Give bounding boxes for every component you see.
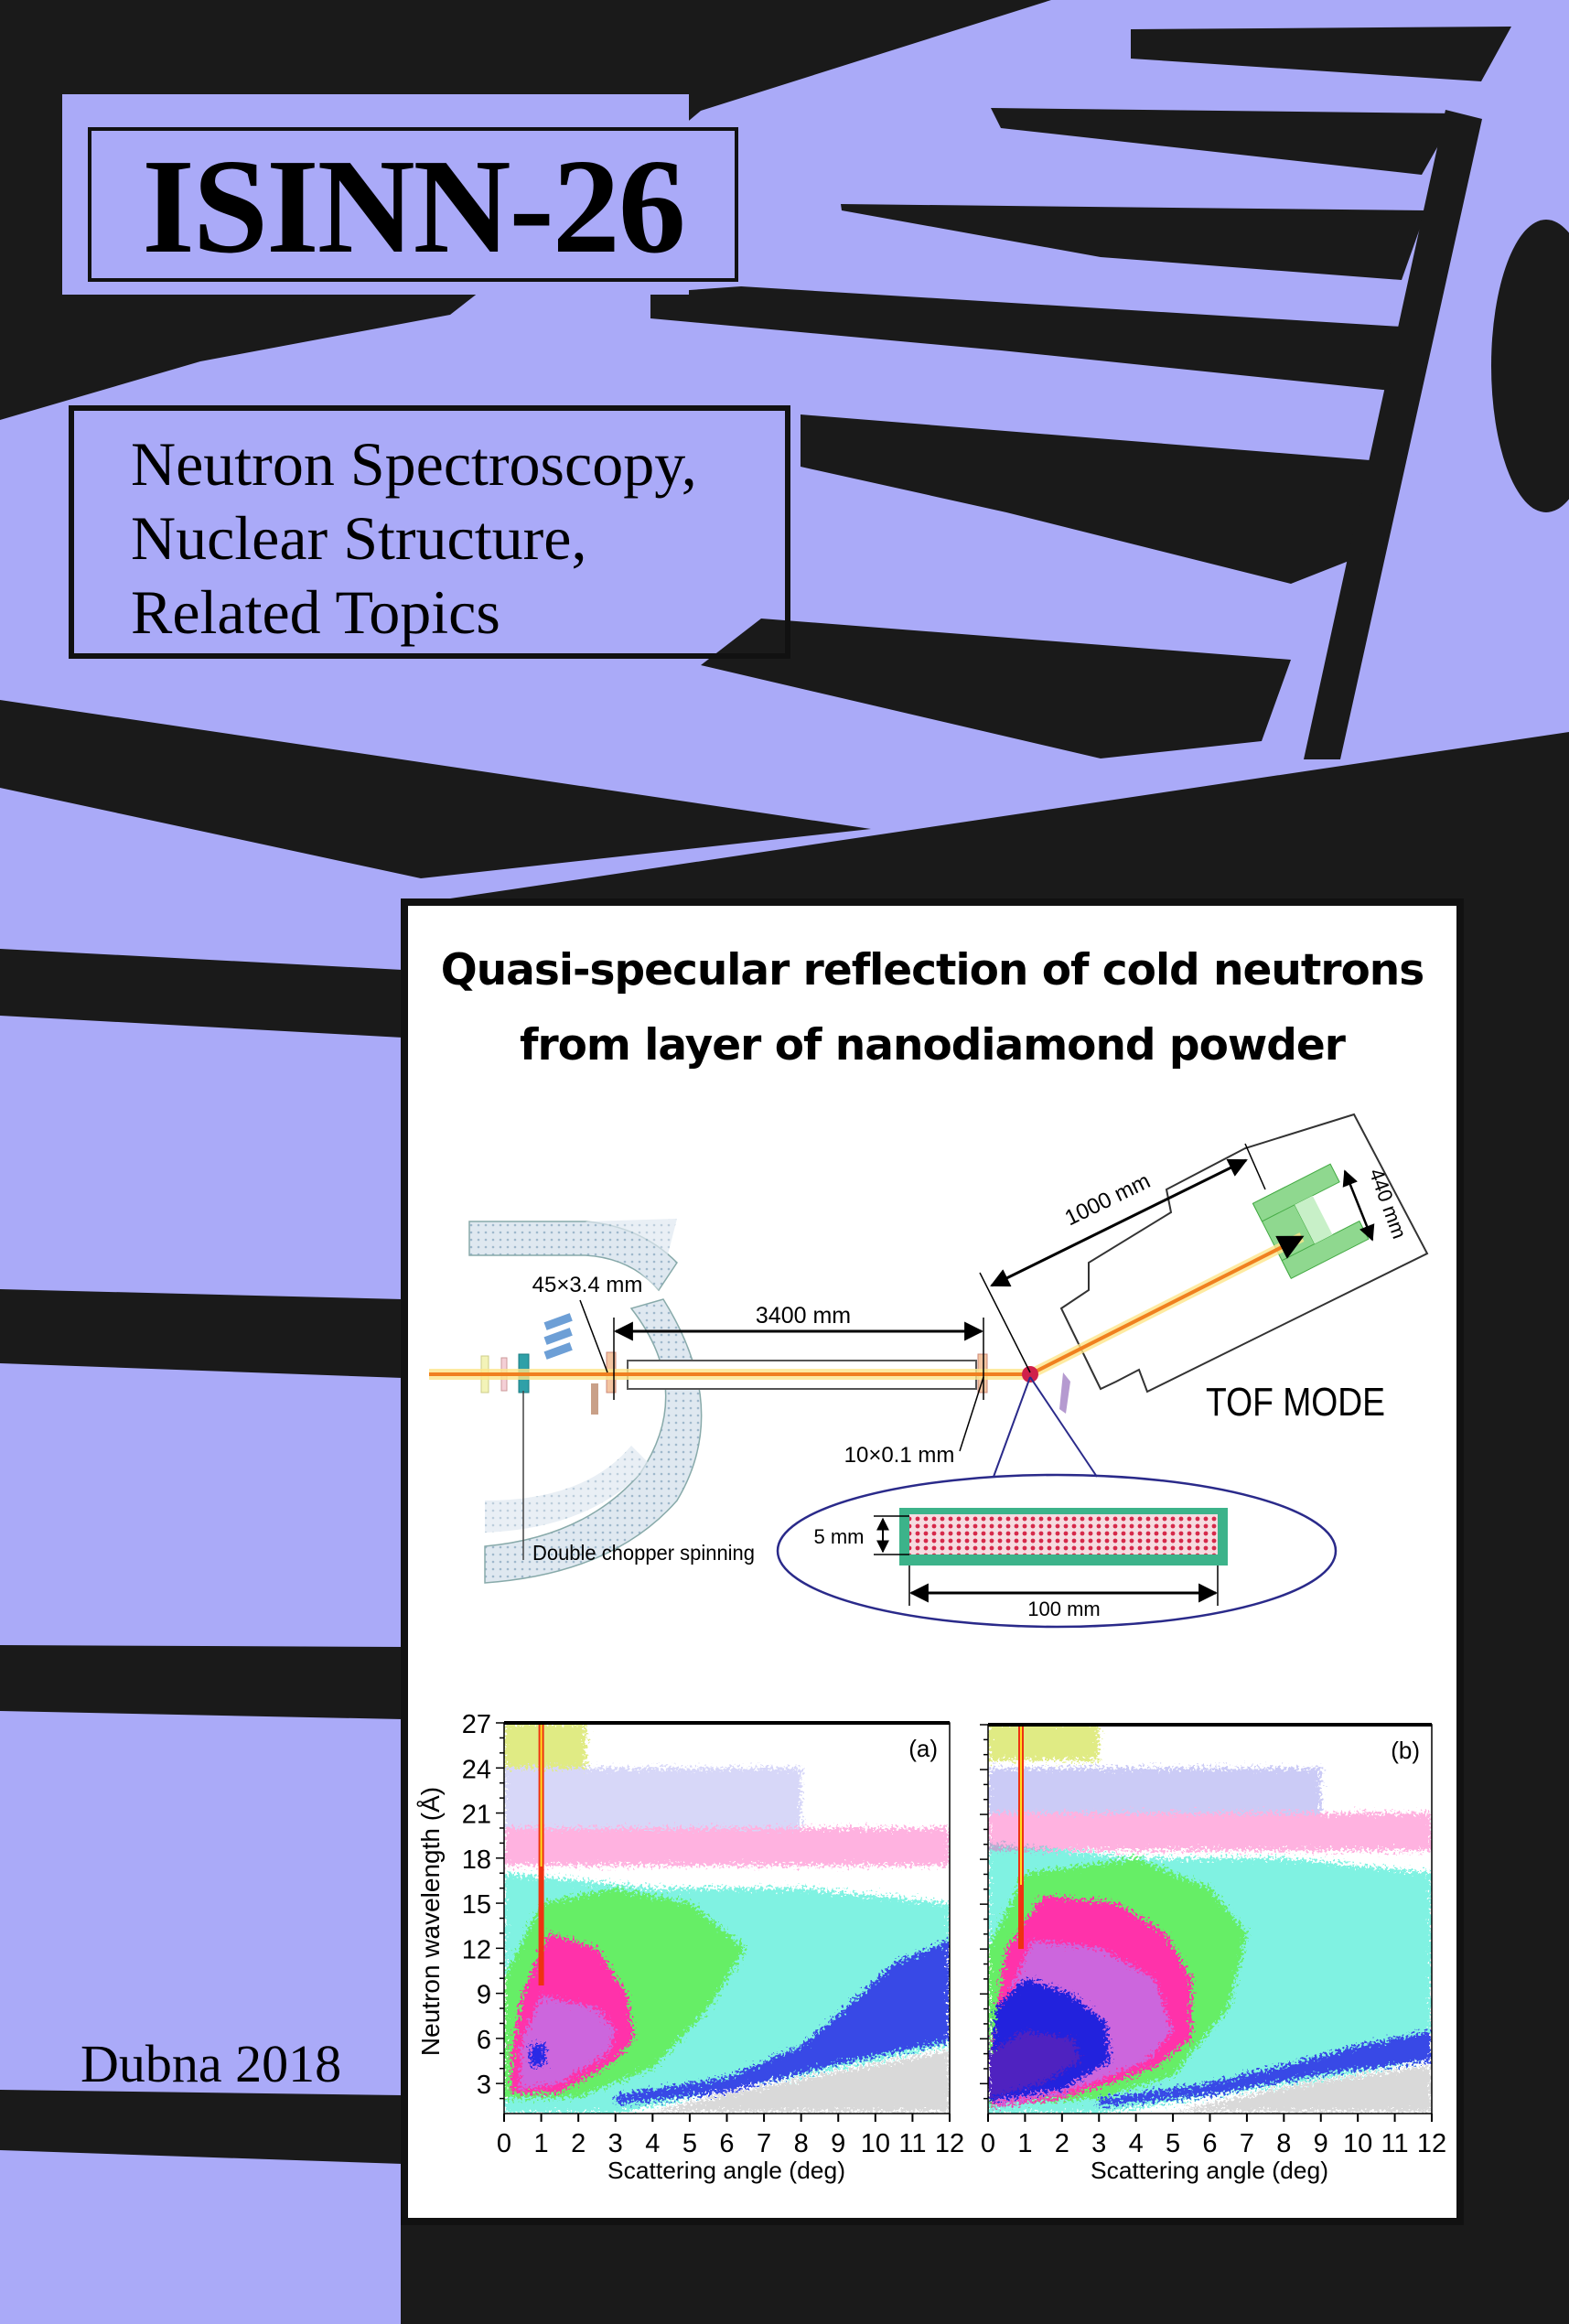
x-tick-label: 4 xyxy=(1129,2129,1144,2158)
sample-marker xyxy=(1022,1366,1038,1383)
slit-2-label: 10×0.1 mm xyxy=(844,1443,955,1468)
nanodiamond-powder-layer xyxy=(909,1514,1218,1555)
brush-stroke xyxy=(841,204,1426,280)
x-tick-label: 6 xyxy=(1202,2129,1217,2158)
x-tick-label: 8 xyxy=(794,2129,809,2158)
y-tick-label: 9 xyxy=(477,1981,491,2010)
y-tick-label: 15 xyxy=(462,1890,491,1920)
x-tick-label: 11 xyxy=(898,2129,926,2158)
panel-label: (b) xyxy=(1391,1737,1420,1764)
x-tick-label: 0 xyxy=(497,2129,511,2158)
experiment-diagram: 3400 mm 45×3.4 mm 10×0.1 mm 1000 mm 440 … xyxy=(429,1113,1429,1629)
x-tick-label: 9 xyxy=(831,2129,845,2158)
panel-label: (a) xyxy=(908,1735,938,1762)
x-tick-label: 7 xyxy=(757,2129,771,2158)
x-tick-label: 8 xyxy=(1276,2129,1291,2158)
x-tick-label: 12 xyxy=(1417,2129,1446,2158)
x-tick-label: 5 xyxy=(1166,2129,1180,2158)
x-tick-label: 4 xyxy=(645,2129,660,2158)
y-tick-label: 27 xyxy=(462,1710,491,1739)
heat-band-magenta xyxy=(988,1813,1432,1851)
subtitle-line: Nuclear Structure, xyxy=(131,503,587,573)
beam-stop xyxy=(1059,1372,1070,1414)
x-tick-label: 3 xyxy=(1091,2129,1106,2158)
x-tick-label: 0 xyxy=(981,2129,995,2158)
place-year: Dubna 2018 xyxy=(81,2034,342,2093)
x-tick-label: 2 xyxy=(1055,2129,1069,2158)
brush-stroke xyxy=(0,1645,403,1719)
heat-band-blue xyxy=(504,1768,801,1828)
brush-stroke xyxy=(0,2090,403,2164)
brush-stroke xyxy=(0,1289,403,1378)
figure-title-line: from layer of nanodiamond powder xyxy=(520,1020,1346,1071)
magnified-sample-inset xyxy=(776,1473,1338,1629)
x-tick-label: 3 xyxy=(608,2129,623,2158)
brush-stroke xyxy=(0,949,403,1038)
y-tick-label: 21 xyxy=(462,1801,491,1830)
brush-stroke xyxy=(1304,110,1482,759)
y-tick-label: 6 xyxy=(477,2026,491,2055)
heat-region-blue xyxy=(1099,2030,1432,2106)
heat-region-gray xyxy=(1173,2065,1432,2113)
subtitle-line: Neutron Spectroscopy, xyxy=(131,429,697,499)
brush-stroke xyxy=(701,619,1291,759)
x-tick-label: 7 xyxy=(1240,2129,1254,2158)
x-tick-label: 6 xyxy=(719,2129,734,2158)
x-axis-label: Scattering angle (deg) xyxy=(1091,2157,1328,2184)
brush-stroke xyxy=(1131,27,1511,81)
beam-component xyxy=(591,1383,598,1415)
x-tick-label: 2 xyxy=(571,2129,586,2158)
scattered-beam xyxy=(1029,1235,1305,1376)
flight-path-label: 3400 mm xyxy=(756,1303,851,1329)
x-tick-label: 5 xyxy=(682,2129,697,2158)
x-tick-label: 1 xyxy=(534,2129,549,2158)
x-axis-label: Scattering angle (deg) xyxy=(607,2157,845,2184)
brush-stroke xyxy=(650,286,1402,391)
figure-title-line: Quasi-specular reflection of cold neutro… xyxy=(440,945,1424,995)
detector-housing xyxy=(1059,1113,1429,1393)
x-tick-label: 9 xyxy=(1314,2129,1328,2158)
y-tick-label: 24 xyxy=(462,1755,491,1784)
heat-region-violet xyxy=(519,1996,616,2090)
x-tick-label: 10 xyxy=(861,2129,890,2158)
heat-region-blue xyxy=(615,1941,950,2105)
slit-1-label: 45×3.4 mm xyxy=(532,1273,643,1297)
y-tick-label: 18 xyxy=(462,1845,491,1875)
heat-band-blue xyxy=(988,1768,1321,1813)
series-title-box: ISINN-26 xyxy=(88,127,738,282)
heat-band-magenta xyxy=(504,1827,950,1866)
detector-distance-dimension xyxy=(990,1158,1248,1287)
x-tick-label: 11 xyxy=(1381,2129,1409,2158)
brush-stroke xyxy=(801,414,1381,584)
brush-stroke xyxy=(1491,220,1569,512)
sample-thickness-label: 5 mm xyxy=(814,1525,865,1548)
chopper-label: Double chopper spinning xyxy=(532,1541,755,1565)
x-tick-label: 12 xyxy=(935,2129,964,2158)
heat-region-yellow xyxy=(988,1725,1100,1761)
sample-length-label: 100 mm xyxy=(1027,1598,1100,1620)
heat-region-gray xyxy=(652,2050,950,2113)
detector-distance-label: 1000 mm xyxy=(1061,1168,1155,1231)
heat-region-yellow xyxy=(504,1723,586,1769)
x-tick-label: 10 xyxy=(1343,2129,1372,2158)
series-title: ISINN-26 xyxy=(142,131,686,282)
figure-title: Quasi-specular reflection of cold neutro… xyxy=(401,933,1464,1083)
tof-mode-label: TOF MODE xyxy=(1206,1380,1385,1425)
chopper-blades-icon xyxy=(543,1313,573,1360)
neutron-guide xyxy=(468,1219,703,1584)
y-tick-label: 12 xyxy=(462,1935,491,1964)
brush-stroke xyxy=(991,108,1456,175)
y-axis-label: Neutron wavelength (Å) xyxy=(416,1787,445,2056)
subtitle-line: Related Topics xyxy=(131,577,500,647)
x-tick-label: 1 xyxy=(1017,2129,1032,2158)
brush-stroke xyxy=(0,700,871,878)
y-tick-label: 3 xyxy=(477,2071,491,2100)
subtitle-box: Neutron Spectroscopy, Nuclear Structure,… xyxy=(69,405,790,659)
